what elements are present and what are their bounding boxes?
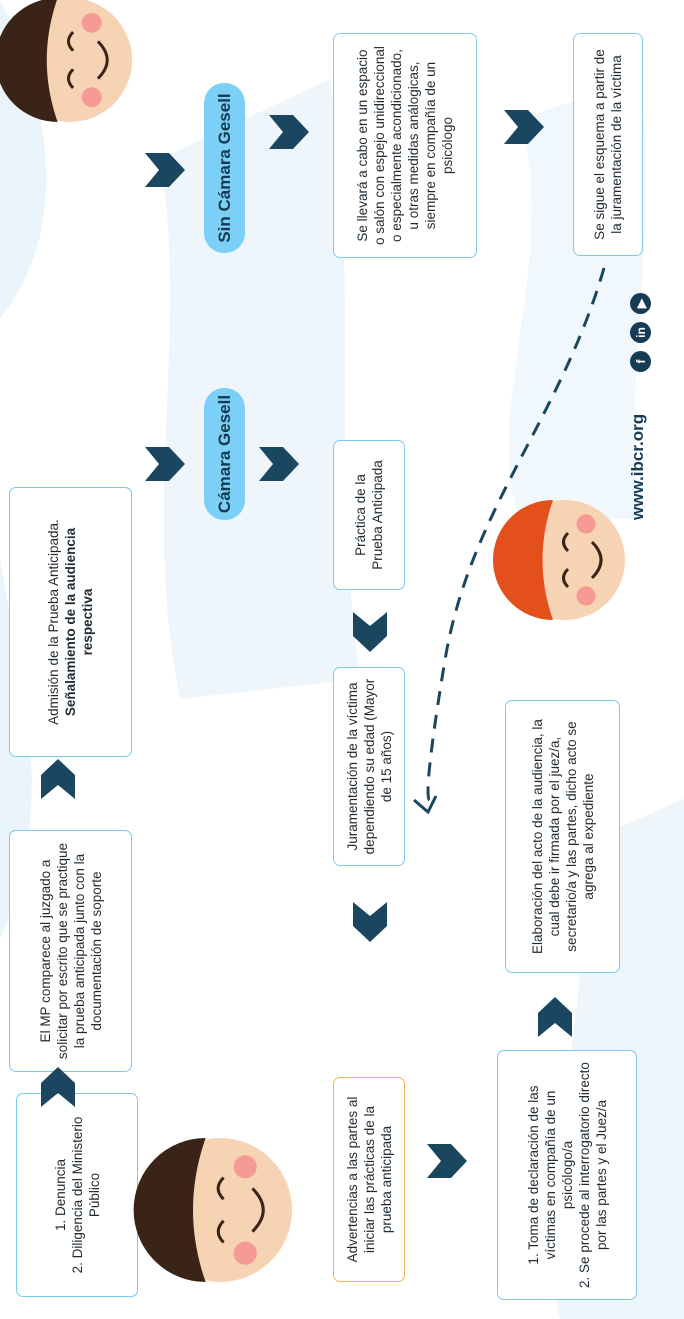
dashed-connector-arrowhead — [413, 795, 438, 815]
arrow-espacio-to-esquema — [504, 110, 544, 144]
arrow-practica-to-juramentacion — [353, 612, 387, 652]
arrow-camara-to-practica — [259, 447, 299, 481]
arrow-advertencias-to-toma — [427, 1144, 467, 1178]
facebook-glyph: f — [633, 359, 648, 364]
facebook-icon[interactable]: f — [630, 351, 651, 372]
arrow-admision-to-sin-camara — [145, 153, 185, 187]
dashed-connector-esquema-to-juramentacion — [426, 267, 606, 802]
linkedin-glyph: in — [633, 327, 648, 338]
website-url[interactable]: www.ibcr.org — [628, 413, 647, 520]
boy-face-illustration — [0, 0, 132, 122]
arrow-admision-to-camara — [145, 447, 185, 481]
arrow-denuncia-to-comparece — [41, 1067, 75, 1107]
arrow-juramentacion-to-advertencias — [353, 902, 387, 942]
arrow-toma-to-elaboracion — [538, 997, 572, 1037]
youtube-glyph: ▶ — [633, 298, 648, 309]
arrow-sin-camara-to-espacio — [269, 115, 309, 149]
youtube-icon[interactable]: ▶ — [630, 293, 651, 314]
linkedin-icon[interactable]: in — [630, 322, 651, 343]
girl-face-illustration — [133, 1138, 292, 1282]
arrow-comparece-to-admision — [41, 759, 75, 799]
redhead-face-illustration — [493, 500, 625, 620]
